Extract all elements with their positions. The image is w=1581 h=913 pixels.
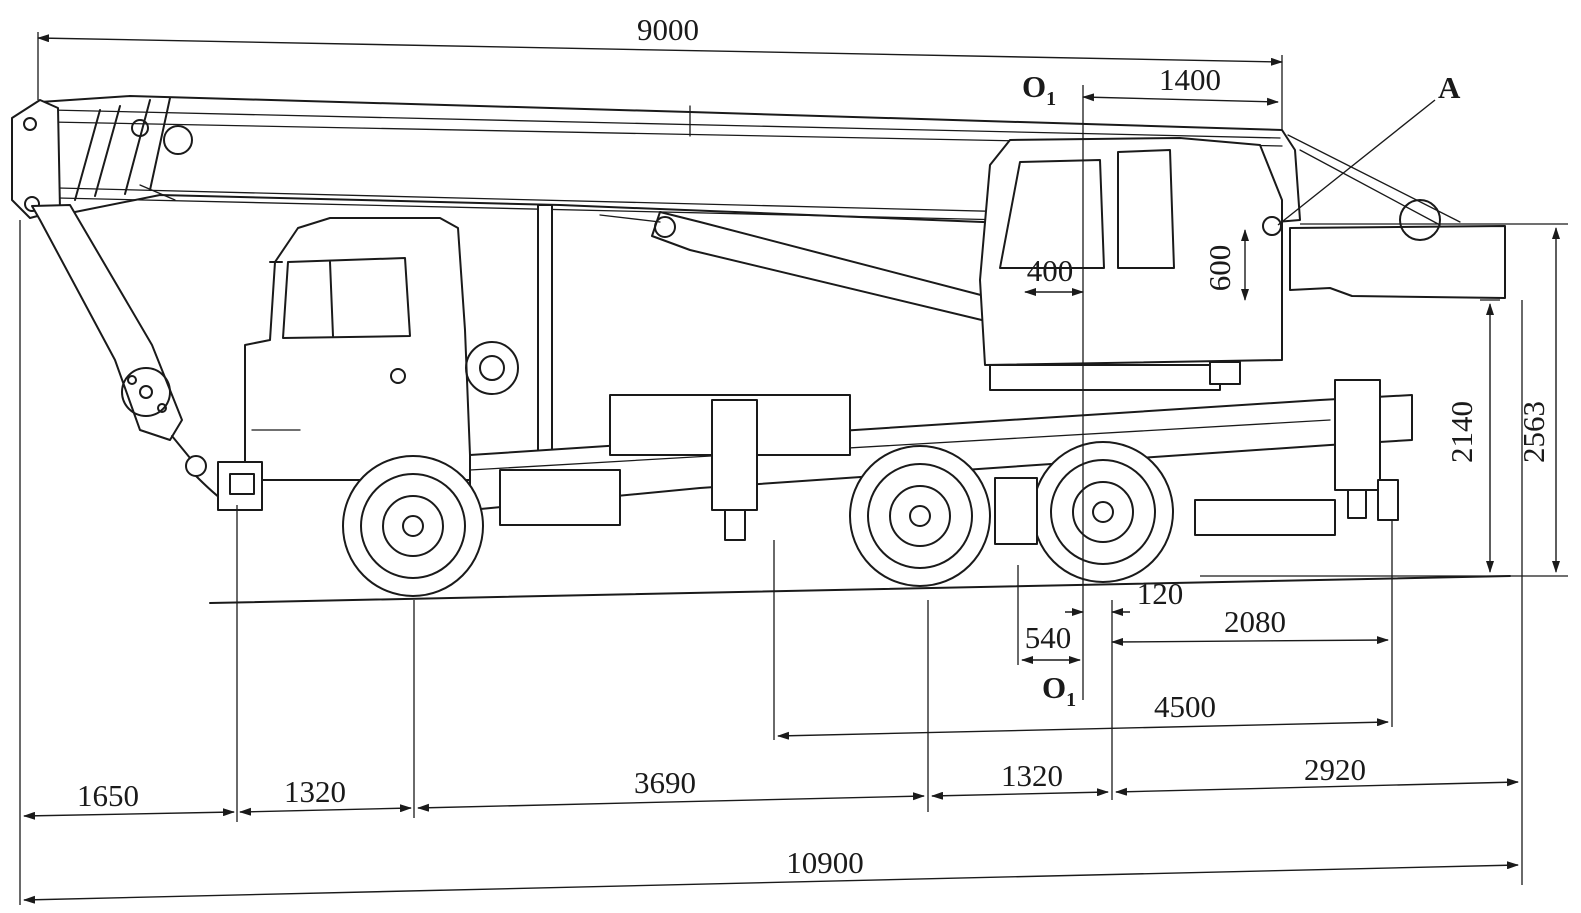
- dim-2563: 2563: [1516, 401, 1551, 463]
- dim-line-2920: [1115, 778, 1519, 796]
- dim-line-1650: [23, 808, 235, 820]
- dimension-labels: 9000 1400 400 600 2140 2563 120 540 2080…: [77, 12, 1551, 880]
- extension-lines: [19, 32, 1568, 905]
- dim-line-2080: [1111, 636, 1389, 646]
- hook-block: [31, 204, 221, 499]
- dim-2080: 2080: [1224, 604, 1286, 639]
- dim-1650: 1650: [77, 778, 139, 813]
- vertical-post: [537, 204, 553, 466]
- counterweight: [1287, 134, 1506, 299]
- axis-label-bottom: O1: [1042, 670, 1076, 711]
- axle-housing: [994, 477, 1038, 545]
- dim-line-3690: [417, 792, 925, 812]
- dim-line-9000: [37, 34, 1283, 66]
- point-a-label: A: [1438, 70, 1461, 105]
- dim-10900: 10900: [786, 845, 864, 880]
- dim-540: 540: [1025, 620, 1072, 655]
- dim-120: 120: [1137, 576, 1184, 611]
- front-wheel: [342, 455, 484, 597]
- axis-label-top: O1: [1022, 69, 1056, 110]
- dim-1400: 1400: [1159, 62, 1221, 97]
- dim-line-1320-rear: [931, 788, 1109, 800]
- dim-3690: 3690: [634, 765, 696, 800]
- dim-2920: 2920: [1304, 752, 1366, 787]
- lift-cylinder: [599, 211, 1001, 323]
- dim-400: 400: [1027, 253, 1074, 288]
- dim-line-1400: [1082, 93, 1279, 106]
- dim-2140: 2140: [1444, 401, 1479, 463]
- axis-label-top-subscript: 1: [1046, 88, 1056, 110]
- ground-line: [209, 575, 1511, 604]
- axis-label-top-letter: O: [1022, 69, 1046, 104]
- wheels: [342, 441, 1174, 597]
- reference-labels: O1 O1 A: [1022, 69, 1461, 711]
- dim-9000: 9000: [637, 12, 699, 47]
- dim-line-10900: [23, 861, 1519, 904]
- dimension-lines: [23, 34, 1560, 904]
- dim-line-4500: [777, 718, 1389, 740]
- dim-1320-front: 1320: [284, 774, 346, 809]
- boom: [11, 95, 1301, 231]
- crane-cab: [979, 137, 1283, 391]
- dim-1320-rear: 1320: [1001, 758, 1063, 793]
- dim-4500: 4500: [1154, 689, 1216, 724]
- outriggers: [711, 379, 1399, 541]
- middle-wheel: [849, 445, 991, 587]
- dim-line-1320-front: [239, 804, 412, 816]
- leader-line-a: [1277, 99, 1436, 226]
- axis-label-bottom-subscript: 1: [1066, 689, 1076, 711]
- crane-truck-artwork: [11, 95, 1511, 604]
- axis-label-bottom-letter: O: [1042, 670, 1066, 705]
- rear-wheel: [1032, 441, 1174, 583]
- dim-600: 600: [1202, 245, 1237, 292]
